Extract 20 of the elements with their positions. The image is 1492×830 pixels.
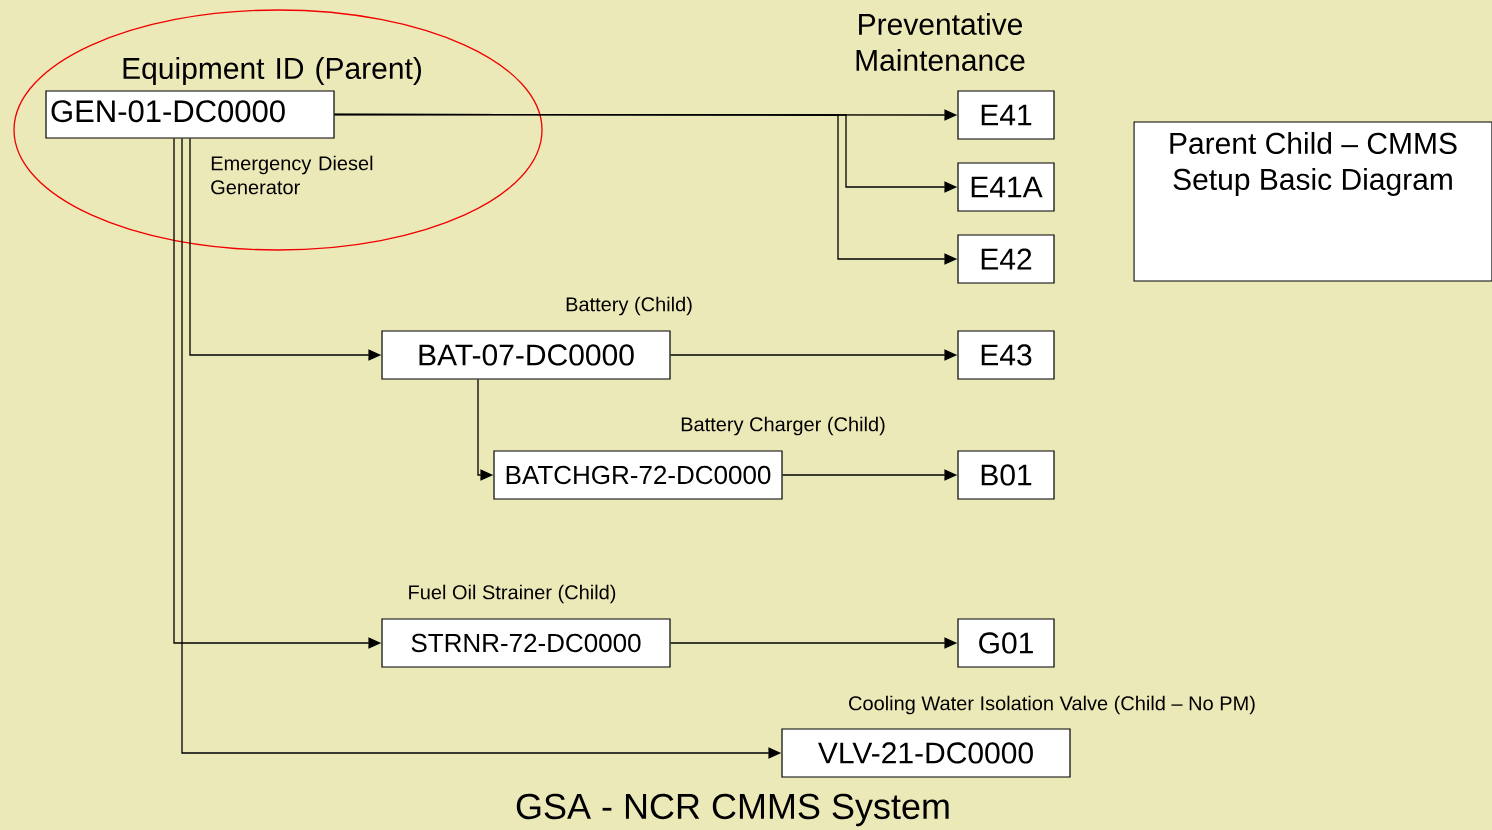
equipment-box: E42 [957, 234, 1055, 284]
title-box: Parent Child – CMMS Setup Basic Diagram [1133, 121, 1492, 282]
equipment-box: GEN-01-DC0000 [45, 90, 335, 139]
heading: Equipment ID (Parent) [123, 57, 421, 85]
equipment-box: E41A [957, 162, 1055, 212]
node-caption: Fuel Oil Strainer (Child) [409, 584, 616, 604]
equipment-box: BATCHGR-72-DC0000 [493, 450, 783, 500]
description: Emergency Diesel Generator [211, 155, 373, 195]
equipment-box: E41 [957, 90, 1055, 140]
caption: GSA - NCR CMMS System [516, 793, 949, 827]
equipment-box: B01 [957, 450, 1055, 500]
equipment-box: BAT-07-DC0000 [381, 330, 671, 380]
equipment-box: VLV-21-DC0000 [781, 728, 1071, 778]
equipment-box: E43 [957, 330, 1055, 380]
node-caption: Battery (Child) [566, 296, 692, 316]
node-caption: Battery Charger (Child) [681, 416, 885, 436]
node-caption: Cooling Water Isolation Valve (Child – No PM) [849, 695, 1255, 715]
equipment-box: STRNR-72-DC0000 [381, 618, 671, 668]
equipment-box: G01 [957, 618, 1055, 668]
column-heading: Preventative Maintenance [856, 13, 1025, 71]
